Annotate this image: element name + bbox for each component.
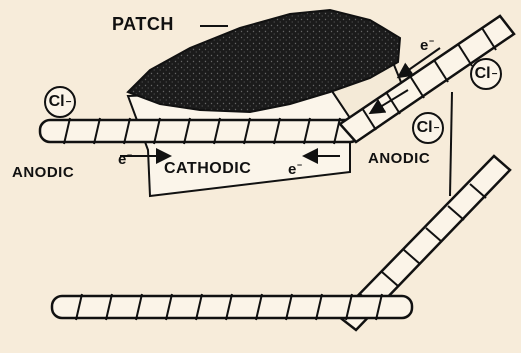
tie-wire — [450, 92, 452, 196]
electron-label-top: e− — [420, 36, 435, 54]
anodic-left-label: ANODIC — [12, 164, 74, 181]
chloride-ion-left: Cl− — [44, 86, 76, 118]
patch-label: PATCH — [112, 14, 174, 35]
electron-label-left: e− — [118, 150, 133, 168]
electron-label-center: e− — [288, 160, 303, 178]
rebar-lower — [52, 294, 412, 320]
chloride-ion-top-right: Cl− — [470, 58, 502, 90]
rebar-upper — [40, 118, 360, 144]
cathodic-label: CATHODIC — [164, 160, 251, 178]
anodic-right-label: ANODIC — [368, 150, 430, 167]
chloride-ion-mid-right: Cl− — [412, 112, 444, 144]
